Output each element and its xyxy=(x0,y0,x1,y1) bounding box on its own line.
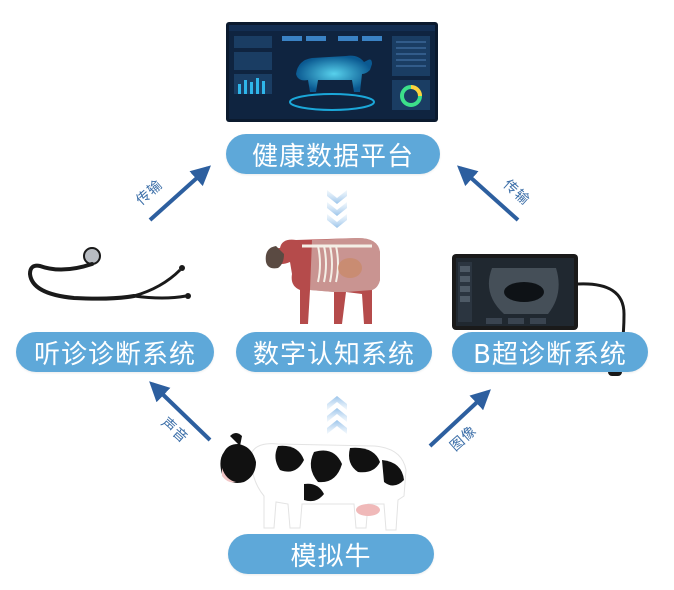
stethoscope-image xyxy=(27,247,191,301)
node-simulated-cow: 模拟牛 xyxy=(228,534,434,574)
anatomy-cow-image xyxy=(265,238,380,324)
arrow-left-bottom xyxy=(149,381,212,442)
chevron-up-icon xyxy=(327,396,347,434)
arrow-right-top xyxy=(457,165,520,222)
node-digital-cognition-system: 数字认知系统 xyxy=(236,332,432,372)
node-health-data-platform: 健康数据平台 xyxy=(226,134,440,174)
arrow-right-bottom xyxy=(428,389,491,448)
node-b-ultrasound-system: B超诊断系统 xyxy=(452,332,648,372)
node-auscultation-system: 听诊诊断系统 xyxy=(16,332,214,372)
ultrasound-tablet-image xyxy=(452,254,626,376)
holstein-cow-image xyxy=(220,433,407,531)
chevron-down-icon xyxy=(327,190,347,228)
dashboard-screen-image xyxy=(226,22,438,122)
arrow-left-top xyxy=(148,165,211,222)
